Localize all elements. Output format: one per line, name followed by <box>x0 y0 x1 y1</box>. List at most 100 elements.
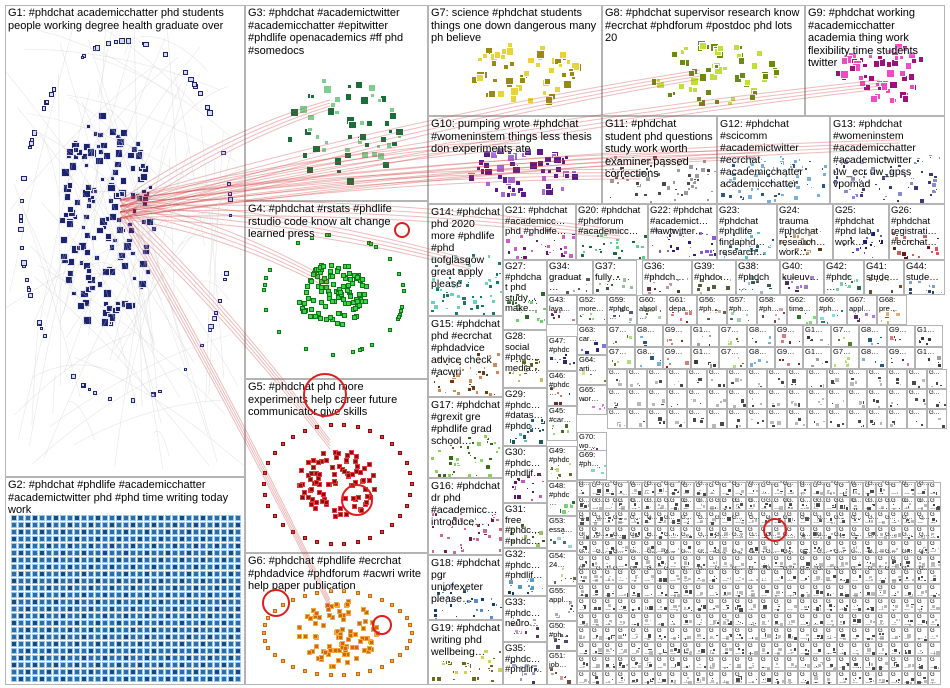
node <box>535 147 545 157</box>
node <box>314 644 320 650</box>
node <box>211 316 217 322</box>
node <box>777 316 782 321</box>
node <box>172 592 178 598</box>
node <box>151 550 157 556</box>
group-label: G… <box>605 497 611 511</box>
group-box-gx: G… <box>927 369 947 389</box>
node <box>705 168 711 174</box>
node <box>280 441 285 446</box>
node <box>328 422 333 427</box>
node <box>476 530 481 535</box>
node <box>207 627 213 633</box>
node <box>744 313 749 317</box>
group-label: G… <box>629 410 640 416</box>
group-label: G62: time… <box>789 295 811 313</box>
node <box>830 401 834 405</box>
node <box>144 536 150 542</box>
node <box>158 606 164 612</box>
group-label: G29: #phdc… #datas… #phdc… <box>505 389 546 432</box>
node <box>109 244 116 251</box>
node <box>207 327 212 332</box>
group-box-gx: G… <box>616 525 629 540</box>
node <box>151 529 157 535</box>
node <box>46 620 52 626</box>
node <box>60 571 66 577</box>
node <box>682 420 686 424</box>
node <box>792 195 799 201</box>
node <box>179 592 185 598</box>
node <box>151 620 157 626</box>
group-box-gx: G… <box>607 389 627 409</box>
node <box>214 627 220 633</box>
node <box>214 585 220 591</box>
node <box>325 232 330 237</box>
group-label: G… <box>865 526 871 540</box>
node <box>119 191 125 198</box>
node <box>398 653 403 658</box>
node <box>172 522 178 528</box>
group-label: G17: #phdchat #grexit gre #phdlife grad … <box>431 399 503 447</box>
group-label: G… <box>774 483 780 496</box>
node <box>200 655 206 661</box>
node <box>144 578 150 584</box>
group-box-g8x: G8… <box>747 347 775 369</box>
node <box>853 380 859 386</box>
node <box>346 263 352 269</box>
node <box>74 543 80 549</box>
node <box>193 676 199 682</box>
node <box>172 655 178 661</box>
node <box>333 648 339 654</box>
node <box>311 465 317 471</box>
node <box>158 578 164 584</box>
node <box>108 396 113 401</box>
node <box>666 92 673 99</box>
node <box>715 403 720 408</box>
node <box>761 419 765 424</box>
group-label: G… <box>748 497 754 511</box>
node <box>74 592 80 598</box>
group-box-g9x: G9… <box>775 347 803 369</box>
group-label: G… <box>904 526 910 540</box>
node <box>369 241 374 246</box>
node <box>697 282 703 289</box>
node <box>25 641 31 647</box>
node <box>228 662 234 668</box>
node <box>179 641 185 647</box>
node <box>74 641 80 647</box>
node <box>341 273 347 279</box>
node <box>308 502 314 508</box>
node <box>713 169 716 174</box>
group-box-g6: G6: #phdchat #phdlife #ecrchat #phdadvic… <box>245 553 428 685</box>
node <box>383 120 390 127</box>
group-label: G67: appl… <box>849 295 871 313</box>
node <box>612 362 618 367</box>
node <box>329 273 335 279</box>
group-label: G… <box>669 390 680 396</box>
group-box-gx: G… <box>787 389 807 409</box>
node <box>25 648 31 654</box>
group-box-gx: G… <box>607 409 627 429</box>
node <box>315 540 320 545</box>
group-label: G6: #phdchat #phdlife #ecrchat #phdadvic… <box>248 555 425 592</box>
node <box>840 57 848 65</box>
node <box>221 669 227 675</box>
node <box>309 235 314 240</box>
group-box-gx: G… <box>785 482 798 497</box>
node <box>520 190 528 198</box>
node <box>32 564 38 570</box>
node <box>228 669 234 675</box>
node <box>179 620 185 626</box>
group-box-g46: G46: #phdc… <box>547 371 577 406</box>
node <box>165 550 171 556</box>
group-label: G… <box>813 483 819 496</box>
node <box>179 536 185 542</box>
node <box>644 166 649 171</box>
node <box>656 171 662 177</box>
group-label: G… <box>909 390 920 396</box>
node <box>193 648 199 654</box>
node <box>397 271 402 276</box>
node <box>53 571 59 577</box>
group-label: G… <box>709 497 715 511</box>
node <box>652 154 658 161</box>
group-label: G65: wor… <box>579 385 599 403</box>
